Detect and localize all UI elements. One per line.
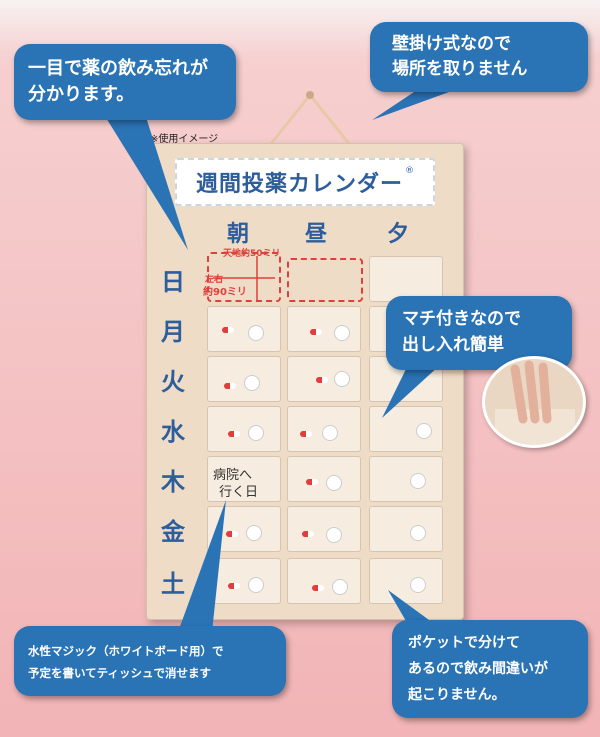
dashed-pocket-noon [287,258,363,302]
board-title: 週間投薬カレンダー [195,172,403,197]
pocket-mon-noon [287,306,361,352]
callout-pockets-line1: ポケットで分けて [408,635,520,651]
pocket-fri-noon [287,506,361,552]
callout-whiteboard-marker: 水性マジック（ホワイトボード用）で 予定を書いてティッシュで消せます [14,626,286,696]
pocket-fri-evening [369,506,443,552]
column-noon: 昼 [305,221,328,247]
dimension-arrows [213,256,275,300]
dashed-pocket-morning [207,252,281,302]
callout-gusset-line2: 出し入れ簡単 [402,335,504,355]
hand-inset-photo [482,356,586,448]
callout-wall-mount-line1: 壁掛け式なので [392,34,511,54]
pocket-tue-morning [207,356,281,402]
day-saturday: 土 [161,569,185,598]
pocket-wed-noon [287,406,361,452]
dimension-height-label: 天地約50ミリ [223,249,281,259]
callout-at-a-glance-line2: 分かります。 [28,84,135,105]
board-title-plate: 週間投薬カレンダー ® [175,158,435,206]
callout-at-a-glance-line1: 一目で薬の飲み忘れが [28,58,208,79]
column-morning: 朝 [227,221,250,247]
hand-illustration [495,360,575,445]
handwritten-note-line2: 行く日 [219,485,259,500]
pocket-wed-evening [369,406,443,452]
usage-image-caption: ※使用イメージ [150,134,219,145]
dimension-width-label-2: 約90ミリ [203,287,247,298]
pocket-tue-noon [287,356,361,402]
column-evening: 夕 [387,221,410,247]
dimension-width-label-1: 左右 [205,275,224,285]
day-sunday: 日 [161,267,185,296]
day-tuesday: 火 [161,367,185,396]
pocket-wed-morning [207,406,281,452]
pocket-sat-morning [207,558,281,604]
callout-wall-mount: 壁掛け式なので 場所を取りません [370,22,588,92]
callout-pockets: ポケットで分けて あるので飲み間違いが 起こりません。 [392,620,588,718]
handwritten-note-line1: 病院へ [213,468,253,483]
registered-mark: ® [405,166,414,176]
pocket-sat-noon [287,558,361,604]
pocket-mon-morning [207,306,281,352]
day-thursday: 木 [161,467,185,496]
callout-whiteboard-marker-line1: 水性マジック（ホワイトボード用）で [28,644,224,658]
callout-gusset-line1: マチ付きなので [402,309,521,329]
pocket-thu-noon [287,456,361,502]
day-wednesday: 水 [161,417,185,446]
callout-pockets-line3: 起こりません。 [408,687,506,703]
callout-wall-mount-line2: 場所を取りません [392,59,528,79]
callout-gusset: マチ付きなので 出し入れ簡単 [386,296,572,370]
callout-whiteboard-marker-line2: 予定を書いてティッシュで消せます [28,666,211,680]
callout-pockets-line2: あるので飲み間違いが [408,661,548,677]
day-monday: 月 [161,317,185,346]
callout-at-a-glance: 一目で薬の飲み忘れが 分かります。 [14,44,236,120]
day-friday: 金 [161,517,185,546]
hanging-string [260,91,360,156]
pocket-thu-morning [207,456,281,502]
pocket-thu-evening [369,456,443,502]
